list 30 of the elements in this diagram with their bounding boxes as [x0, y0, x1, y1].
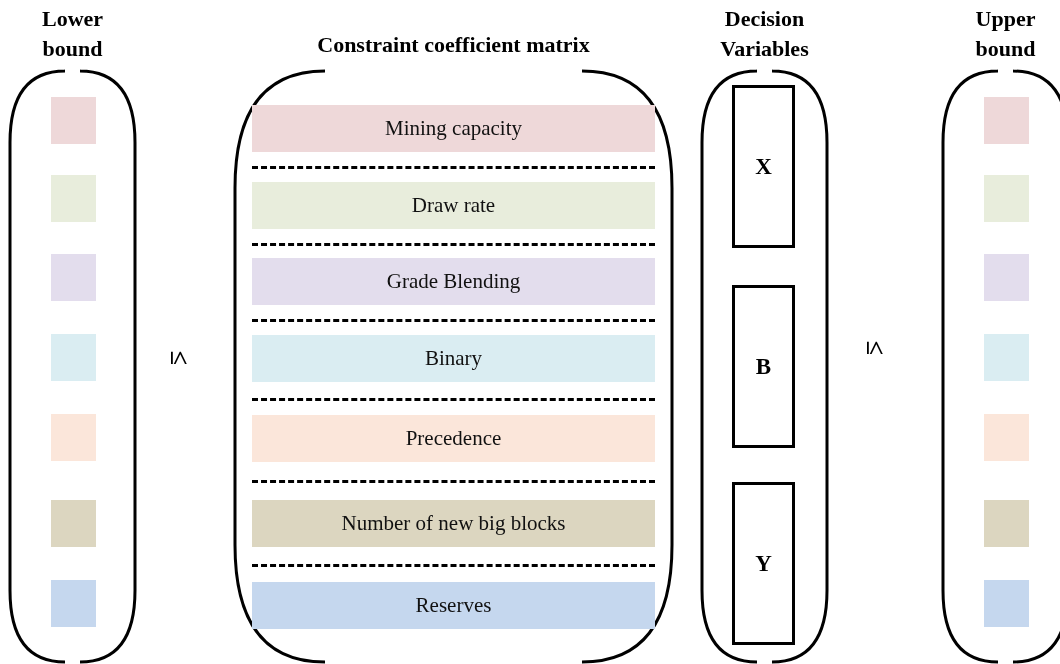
constraint-row: Precedence	[252, 415, 655, 462]
color-swatch	[983, 500, 1029, 547]
variable-box: Y	[732, 482, 795, 645]
color-swatch	[983, 97, 1029, 144]
constraint-row: Number of new big blocks	[252, 500, 655, 547]
variable-box: B	[732, 285, 795, 448]
constraint-row: Reserves	[252, 582, 655, 629]
color-swatch	[50, 414, 96, 461]
constraint-row: Mining capacity	[252, 105, 655, 152]
color-swatch	[50, 97, 96, 144]
color-swatch	[983, 580, 1029, 627]
constraint-row: Grade Blending	[252, 258, 655, 305]
color-swatch	[50, 334, 96, 381]
inequality-sign: ≤	[164, 350, 195, 366]
color-swatch	[983, 334, 1029, 381]
color-swatch	[50, 500, 96, 547]
column-heading: Lower bound	[40, 5, 105, 63]
constraint-row: Binary	[252, 335, 655, 382]
color-swatch	[983, 414, 1029, 461]
inequality-sign: ≤	[860, 340, 891, 356]
color-swatch	[983, 175, 1029, 222]
column-heading: Constraint coefficient matrix	[316, 31, 591, 59]
color-swatch	[50, 580, 96, 627]
color-swatch	[983, 254, 1029, 301]
column-heading: Decision Variables	[719, 5, 810, 63]
constraint-row: Draw rate	[252, 182, 655, 229]
color-swatch	[50, 254, 96, 301]
color-swatch	[50, 175, 96, 222]
column-heading: Upper bound	[974, 5, 1037, 63]
variable-box: X	[732, 85, 795, 248]
